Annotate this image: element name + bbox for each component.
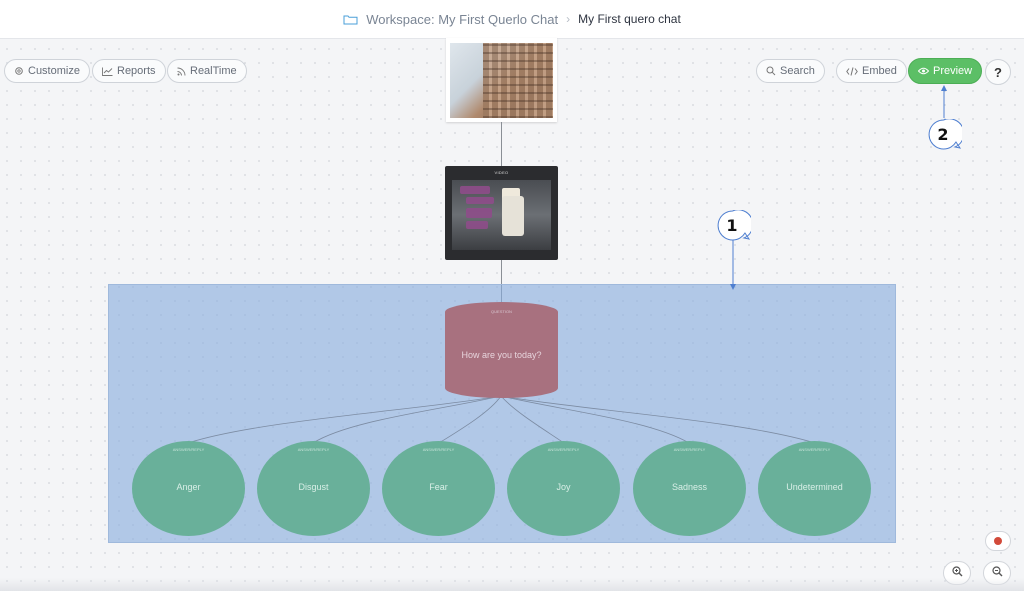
callout-2: 2 bbox=[928, 119, 962, 151]
reports-label: Reports bbox=[117, 65, 156, 77]
callout-1-number: 1 bbox=[726, 216, 738, 235]
help-button[interactable]: ? bbox=[985, 59, 1011, 85]
gear-icon bbox=[14, 66, 24, 76]
customize-button[interactable]: Customize bbox=[4, 59, 90, 83]
record-dot-icon bbox=[994, 537, 1002, 545]
search-icon bbox=[766, 66, 776, 76]
breadcrumb-workspace-link[interactable]: Workspace: My First Querlo Chat bbox=[366, 11, 559, 27]
zoom-out-icon bbox=[991, 564, 1003, 582]
answer-node-tag: ANSWER/REPLY bbox=[673, 447, 706, 452]
question-node-tag: QUESTION bbox=[491, 309, 512, 314]
rss-icon bbox=[177, 67, 186, 76]
answer-node-tag: ANSWER/REPLY bbox=[547, 447, 580, 452]
breadcrumb-current: My First quero chat bbox=[578, 12, 681, 26]
answer-node-sadness[interactable]: ANSWER/REPLY Sadness bbox=[633, 441, 746, 536]
zoom-in-icon bbox=[951, 564, 963, 582]
video-node[interactable]: VIDEO bbox=[445, 166, 558, 260]
answer-node-joy[interactable]: ANSWER/REPLY Joy bbox=[507, 441, 620, 536]
folder-icon bbox=[343, 14, 358, 25]
callout-2-number: 2 bbox=[937, 125, 949, 144]
preview-label: Preview bbox=[933, 65, 973, 77]
realtime-label: RealTime bbox=[190, 65, 237, 77]
video-thumbnail bbox=[452, 180, 551, 250]
search-button[interactable]: Search bbox=[756, 59, 825, 83]
search-label: Search bbox=[780, 65, 815, 77]
answer-node-label: Undetermined bbox=[786, 482, 843, 492]
chart-icon bbox=[102, 67, 113, 76]
image-node[interactable] bbox=[446, 38, 557, 122]
embed-button[interactable]: Embed bbox=[836, 59, 907, 83]
answer-node-anger[interactable]: ANSWER/REPLY Anger bbox=[132, 441, 245, 536]
question-node[interactable]: QUESTION How are you today? bbox=[445, 302, 558, 398]
embed-label: Embed bbox=[862, 65, 897, 77]
answer-node-tag: ANSWER/REPLY bbox=[798, 447, 831, 452]
callout-2-arrow bbox=[941, 85, 947, 118]
eye-icon bbox=[918, 67, 929, 75]
building-photo bbox=[450, 43, 553, 118]
answer-node-tag: ANSWER/REPLY bbox=[422, 447, 455, 452]
preview-button[interactable]: Preview bbox=[908, 58, 983, 84]
customize-label: Customize bbox=[28, 65, 80, 77]
realtime-button[interactable]: RealTime bbox=[167, 59, 247, 83]
breadcrumb: Workspace: My First Querlo Chat › My Fir… bbox=[0, 0, 1024, 39]
bottom-edge-shadow bbox=[0, 578, 1024, 591]
edge-image-video bbox=[501, 122, 502, 166]
answer-node-tag: ANSWER/REPLY bbox=[297, 447, 330, 452]
question-node-text: How are you today? bbox=[461, 350, 542, 360]
answer-node-disgust[interactable]: ANSWER/REPLY Disgust bbox=[257, 441, 370, 536]
answer-node-tag: ANSWER/REPLY bbox=[172, 447, 205, 452]
edge-video-question bbox=[501, 260, 502, 304]
answer-node-label: Anger bbox=[176, 482, 201, 492]
answer-node-label: Sadness bbox=[671, 482, 708, 492]
record-button[interactable] bbox=[985, 531, 1011, 551]
video-node-label: VIDEO bbox=[494, 170, 509, 175]
answer-node-label: Disgust bbox=[298, 482, 329, 492]
answer-node-label: Joy bbox=[556, 482, 571, 492]
answer-node-undetermined[interactable]: ANSWER/REPLY Undetermined bbox=[758, 441, 871, 536]
breadcrumb-separator: › bbox=[566, 12, 571, 26]
callout-1-arrow bbox=[730, 240, 736, 290]
code-icon bbox=[846, 66, 858, 76]
answer-node-label: Fear bbox=[429, 482, 448, 492]
callout-1: 1 bbox=[717, 210, 751, 242]
answer-node-fear[interactable]: ANSWER/REPLY Fear bbox=[382, 441, 495, 536]
reports-button[interactable]: Reports bbox=[92, 59, 166, 83]
